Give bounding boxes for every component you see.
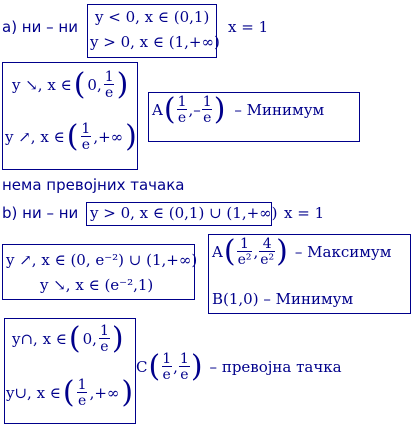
open-paren: ( xyxy=(68,321,81,356)
inflection-label: – превојна тачка xyxy=(209,357,342,376)
no-inflection-text: нема превојних тачака xyxy=(2,176,185,194)
extremum-box-b xyxy=(208,234,411,314)
asymptote-b: x = 1 xyxy=(284,204,325,222)
close-paren: ) xyxy=(121,375,134,410)
separator: , xyxy=(173,357,178,376)
open-paren: ( xyxy=(163,92,176,127)
monotonicity-box-b xyxy=(2,244,195,300)
open-paren: ( xyxy=(66,119,79,154)
open-paren: ( xyxy=(73,67,86,102)
sign-box-a xyxy=(87,4,217,58)
open-paren: ( xyxy=(62,375,75,410)
close-paren: ) xyxy=(276,234,288,269)
close-paren: ) xyxy=(111,321,124,356)
interval-start: 0, xyxy=(87,75,102,94)
extremum-box-a xyxy=(148,92,360,142)
minimum-label: – Минимум xyxy=(234,100,325,119)
sign-negative-a: y < 0, x ∈ (0,1) xyxy=(95,8,210,26)
point-a-letter: A xyxy=(152,100,163,119)
point-c-letter: C xyxy=(136,357,148,376)
decreasing-prefix: y ↘, x ∈ xyxy=(12,75,72,94)
separator: ,– xyxy=(188,100,201,119)
open-paren: ( xyxy=(148,349,161,384)
concave-prefix: y∩, x ∈ xyxy=(12,329,67,348)
convexity-box-b xyxy=(4,318,136,424)
interval-start: 0, xyxy=(82,329,97,348)
sign-positive-b: y > 0, x ∈ (0,1) ∪ (1,+∞) xyxy=(90,204,278,222)
interval-end: ,+∞ xyxy=(89,383,120,402)
decreasing-interval-b: y ↘, x ∈ (e⁻²,1) xyxy=(40,276,154,294)
minimum-point-b: B(1,0) – Минимум xyxy=(212,290,354,308)
interval-end: ,+∞ xyxy=(93,127,124,146)
sign-positive-a: y > 0, x ∈ (1,+∞) xyxy=(90,33,220,51)
asymptote-a: x = 1 xyxy=(228,18,269,36)
close-paren: ) xyxy=(213,92,226,127)
separator: , xyxy=(253,242,259,261)
convex-prefix: y∪, x ∈ xyxy=(6,383,61,402)
increasing-interval-b: y ↗, x ∈ (0, e⁻²) ∪ (1,+∞) xyxy=(6,251,198,269)
close-paren: ) xyxy=(116,67,129,102)
open-paren: ( xyxy=(223,234,236,269)
monotonicity-box-a xyxy=(2,62,138,170)
maximum-label: – Максимум xyxy=(294,242,392,261)
increasing-prefix: y ↗, x ∈ xyxy=(5,127,65,146)
part-b-label: b) ни – ни xyxy=(2,204,79,222)
part-a-label: a) ни – ни xyxy=(2,18,78,36)
point-a-letter: A xyxy=(212,242,223,261)
close-paren: ) xyxy=(190,349,203,384)
close-paren: ) xyxy=(125,119,137,154)
sign-box-b xyxy=(86,202,272,226)
